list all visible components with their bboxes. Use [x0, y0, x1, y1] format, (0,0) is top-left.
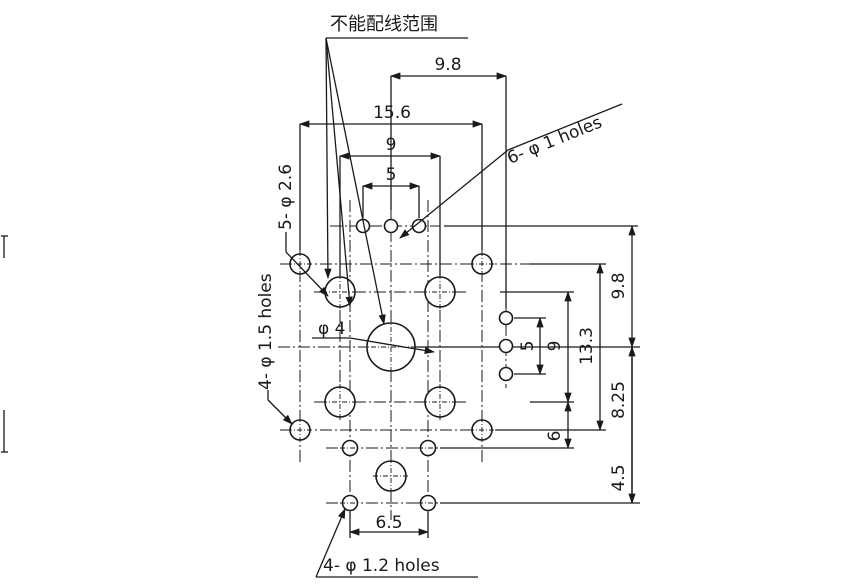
label-5-phi26: 5- φ 2.6: [276, 164, 296, 230]
holes: [289, 218, 514, 512]
title-leaders: [324, 37, 468, 326]
extension-lines: [299, 76, 640, 538]
dim-right-13-3: 13.3: [577, 327, 597, 365]
hole-phi1: [498, 366, 514, 382]
dim-top-5: 5: [386, 165, 397, 185]
hole-phi1: [411, 218, 427, 234]
hole-center-marks: [287, 251, 495, 504]
right-dimensions: [536, 224, 636, 505]
dim-right-6: 6: [545, 431, 565, 442]
hole-phi1: [498, 310, 514, 326]
dim-bottom-6-5: 6.5: [375, 513, 402, 533]
dim-top-15-6: 15.6: [373, 103, 411, 123]
left-edge-marks: [1, 235, 8, 453]
dim-right-8-25: 8.25: [609, 381, 629, 419]
dim-right-4-5: 4.5: [609, 464, 629, 491]
leader-6-phi1: [399, 103, 623, 239]
leader-4-phi12: [315, 508, 478, 578]
hole-phi1: [498, 338, 514, 354]
dim-top-9-8: 9.8: [434, 55, 461, 75]
dim-right-5: 5: [518, 341, 538, 352]
leader-5-phi26: [285, 232, 329, 297]
dim-right-9: 9: [545, 341, 565, 352]
dim-right-9-8: 9.8: [609, 272, 629, 299]
top-dimensions: [298, 72, 508, 190]
label-phi4: φ 4: [318, 319, 345, 339]
label-4-phi15-holes: 4- φ 1.5 holes: [256, 273, 276, 390]
label-6-phi1-holes: 6- φ 1 holes: [504, 112, 605, 168]
hole-phi1: [383, 218, 399, 234]
leader-4-phi15: [267, 390, 293, 425]
label-4-phi12-holes: 4- φ 1.2 holes: [323, 556, 440, 576]
leader-phi4: [312, 337, 436, 355]
dim-top-9: 9: [386, 135, 397, 155]
title-no-wiring-area: 不能配线范围: [330, 14, 438, 35]
